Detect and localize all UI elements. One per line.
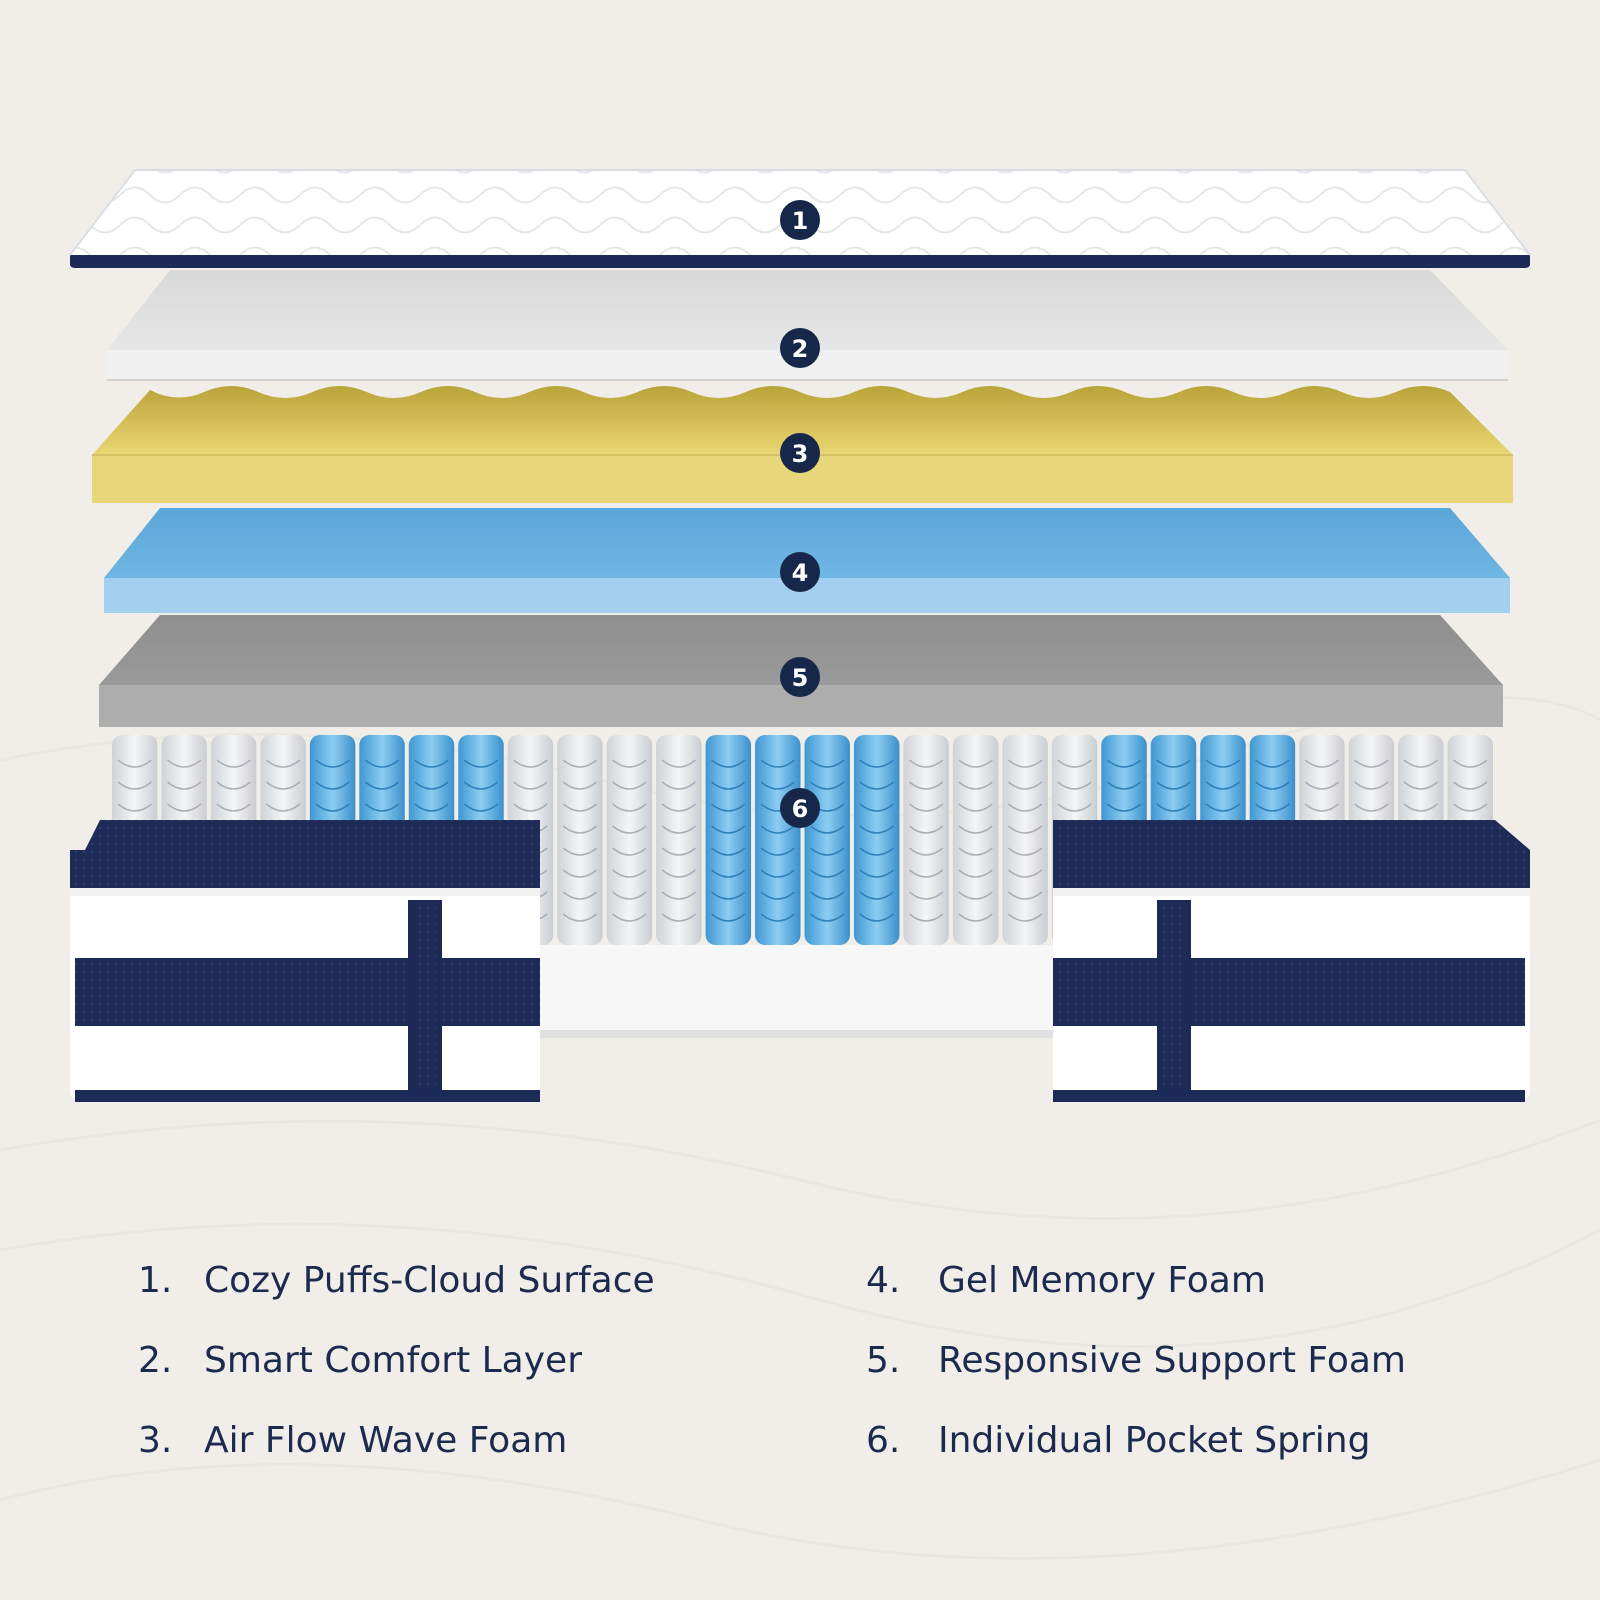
spring-coil (859, 759, 894, 922)
legend-item-4: 4. Gel Memory Foam (866, 1255, 1266, 1305)
white-spring-pocket (557, 735, 603, 945)
legend-label: Individual Pocket Spring (938, 1419, 1371, 1461)
spring-coil (1255, 759, 1290, 834)
white-spring-pocket (1002, 735, 1048, 945)
spring-coil (166, 759, 202, 834)
legend-label: Air Flow Wave Foam (204, 1419, 568, 1461)
svg-text:3: 3 (792, 440, 809, 468)
layer-legend: 1. Cozy Puffs-Cloud Surface 2. Smart Com… (0, 1255, 1600, 1515)
legend-item-5: 5. Responsive Support Foam (866, 1335, 1406, 1385)
legend-label: Gel Memory Foam (938, 1259, 1266, 1301)
spring-coil (1106, 759, 1142, 834)
layer-badge-2: 2 (780, 328, 820, 368)
svg-text:1: 1 (792, 207, 809, 235)
layer-badge-6: 6 (780, 788, 820, 828)
spring-coil (1304, 759, 1340, 834)
legend-number: 5. (866, 1339, 901, 1381)
blue-spring-pocket (853, 735, 900, 945)
legend-item-3: 3. Air Flow Wave Foam (138, 1415, 567, 1465)
spring-coil (958, 759, 993, 922)
legend-item-1: 1. Cozy Puffs-Cloud Surface (138, 1255, 655, 1305)
blue-spring-pocket (804, 735, 850, 945)
svg-text:4: 4 (792, 559, 809, 587)
white-spring-pocket (903, 735, 949, 945)
spring-coil (315, 759, 350, 834)
legend-number: 1. (138, 1259, 173, 1301)
mattress-base-right (1053, 820, 1530, 1102)
svg-text:5: 5 (792, 664, 809, 692)
svg-text:6: 6 (792, 795, 809, 823)
spring-coil (414, 759, 449, 834)
layer-badges: 1 2 3 4 5 6 (780, 200, 820, 828)
spring-coil (711, 759, 746, 922)
spring-coil (661, 759, 697, 922)
spring-coil (117, 759, 152, 834)
legend-item-6: 6. Individual Pocket Spring (866, 1415, 1370, 1465)
spring-coil (265, 759, 301, 834)
spring-coil (216, 759, 251, 834)
spring-coil (1354, 759, 1389, 834)
spring-coil (463, 759, 499, 834)
legend-number: 4. (866, 1259, 901, 1301)
spring-coil (810, 759, 845, 922)
legend-number: 2. (138, 1339, 173, 1381)
layer-badge-4: 4 (780, 552, 820, 592)
spring-coil (1156, 759, 1191, 834)
legend-label: Cozy Puffs-Cloud Surface (204, 1259, 655, 1301)
legend-label: Smart Comfort Layer (204, 1339, 582, 1381)
spring-coil (1205, 759, 1241, 834)
white-spring-pocket (952, 735, 999, 945)
spring-coil (562, 759, 598, 922)
spring-coil (612, 759, 647, 922)
legend-number: 3. (138, 1419, 173, 1461)
yellow-wave-foam-layer (92, 386, 1513, 503)
white-spring-pocket (606, 735, 653, 945)
layer-badge-3: 3 (780, 433, 820, 473)
mattress-base-center (540, 945, 1053, 1038)
blue-spring-pocket (705, 735, 752, 945)
white-spring-pocket (656, 735, 702, 945)
mattress-base-left (70, 820, 540, 1102)
legend-item-2: 2. Smart Comfort Layer (138, 1335, 582, 1385)
layer-badge-1: 1 (780, 200, 820, 240)
layer-badge-5: 5 (780, 657, 820, 697)
spring-coil (1453, 759, 1488, 834)
spring-coil (760, 759, 795, 922)
legend-number: 6. (866, 1419, 901, 1461)
spring-coil (1007, 759, 1043, 922)
legend-label: Responsive Support Foam (938, 1339, 1406, 1381)
blue-spring-pocket (755, 735, 801, 945)
svg-text:2: 2 (792, 335, 809, 363)
spring-coil (364, 759, 400, 834)
spring-coil (1403, 759, 1439, 834)
spring-coil (908, 759, 944, 922)
